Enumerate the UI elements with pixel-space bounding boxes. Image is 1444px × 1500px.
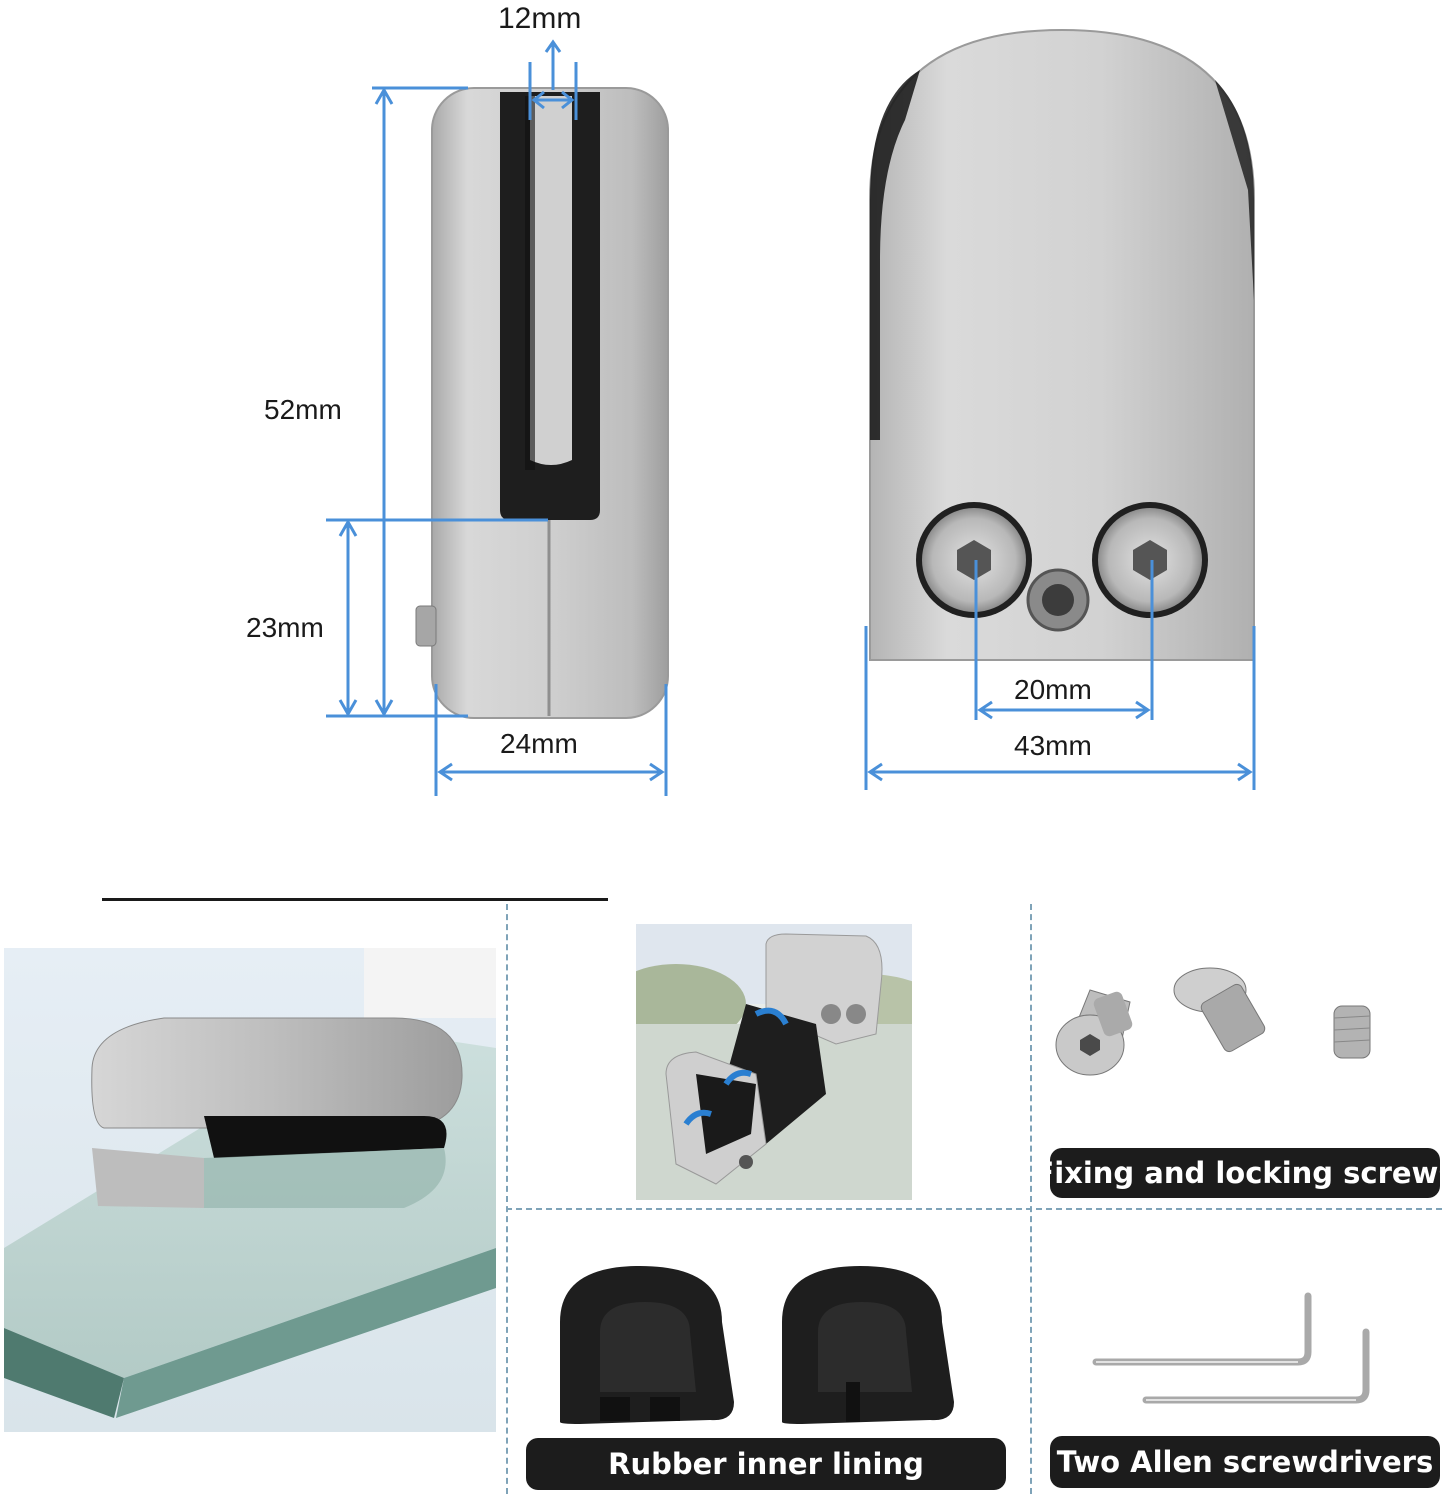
dim-lower-height-label: 23mm xyxy=(246,612,324,643)
screw-2 xyxy=(1173,967,1266,1053)
screws-photo xyxy=(1050,930,1440,1140)
clamp-side-view xyxy=(415,87,669,719)
dimension-lines xyxy=(326,39,1256,796)
top-divider-line xyxy=(102,898,608,901)
screws-caption: Fixing and locking screws xyxy=(1034,1148,1444,1198)
grid-divider-middle xyxy=(506,1208,1442,1210)
dim-gap-label: 12mm xyxy=(498,2,582,35)
clamp-dimension-svg xyxy=(326,28,1256,796)
dimension-drawing: 12mm 52mm 23mm 24mm 20mm 43mm xyxy=(246,2,1256,796)
allen-keys-photo xyxy=(1090,1292,1390,1422)
dim-height-label: 52mm xyxy=(264,394,342,425)
allen-caption: Two Allen screwdrivers xyxy=(1050,1436,1440,1488)
rubber-caption: Rubber inner lining xyxy=(526,1438,1006,1490)
dim-hole-spacing-label: 20mm xyxy=(1014,674,1092,705)
assembly-photo xyxy=(636,924,912,1200)
glass-clamp-photo xyxy=(4,948,496,1432)
grid-divider-left xyxy=(506,904,508,1494)
clamp-front-view xyxy=(869,28,1255,661)
dim-depth-label: 24mm xyxy=(500,728,578,759)
rubber-piece-left xyxy=(560,1266,734,1424)
rubber-lining-photo xyxy=(550,1262,960,1428)
screw-1 xyxy=(1055,989,1133,1076)
screw-3 xyxy=(1333,1005,1371,1059)
grid-divider-right xyxy=(1030,904,1032,1494)
rubber-piece-right xyxy=(782,1266,954,1424)
dim-width-label: 43mm xyxy=(1014,730,1092,761)
